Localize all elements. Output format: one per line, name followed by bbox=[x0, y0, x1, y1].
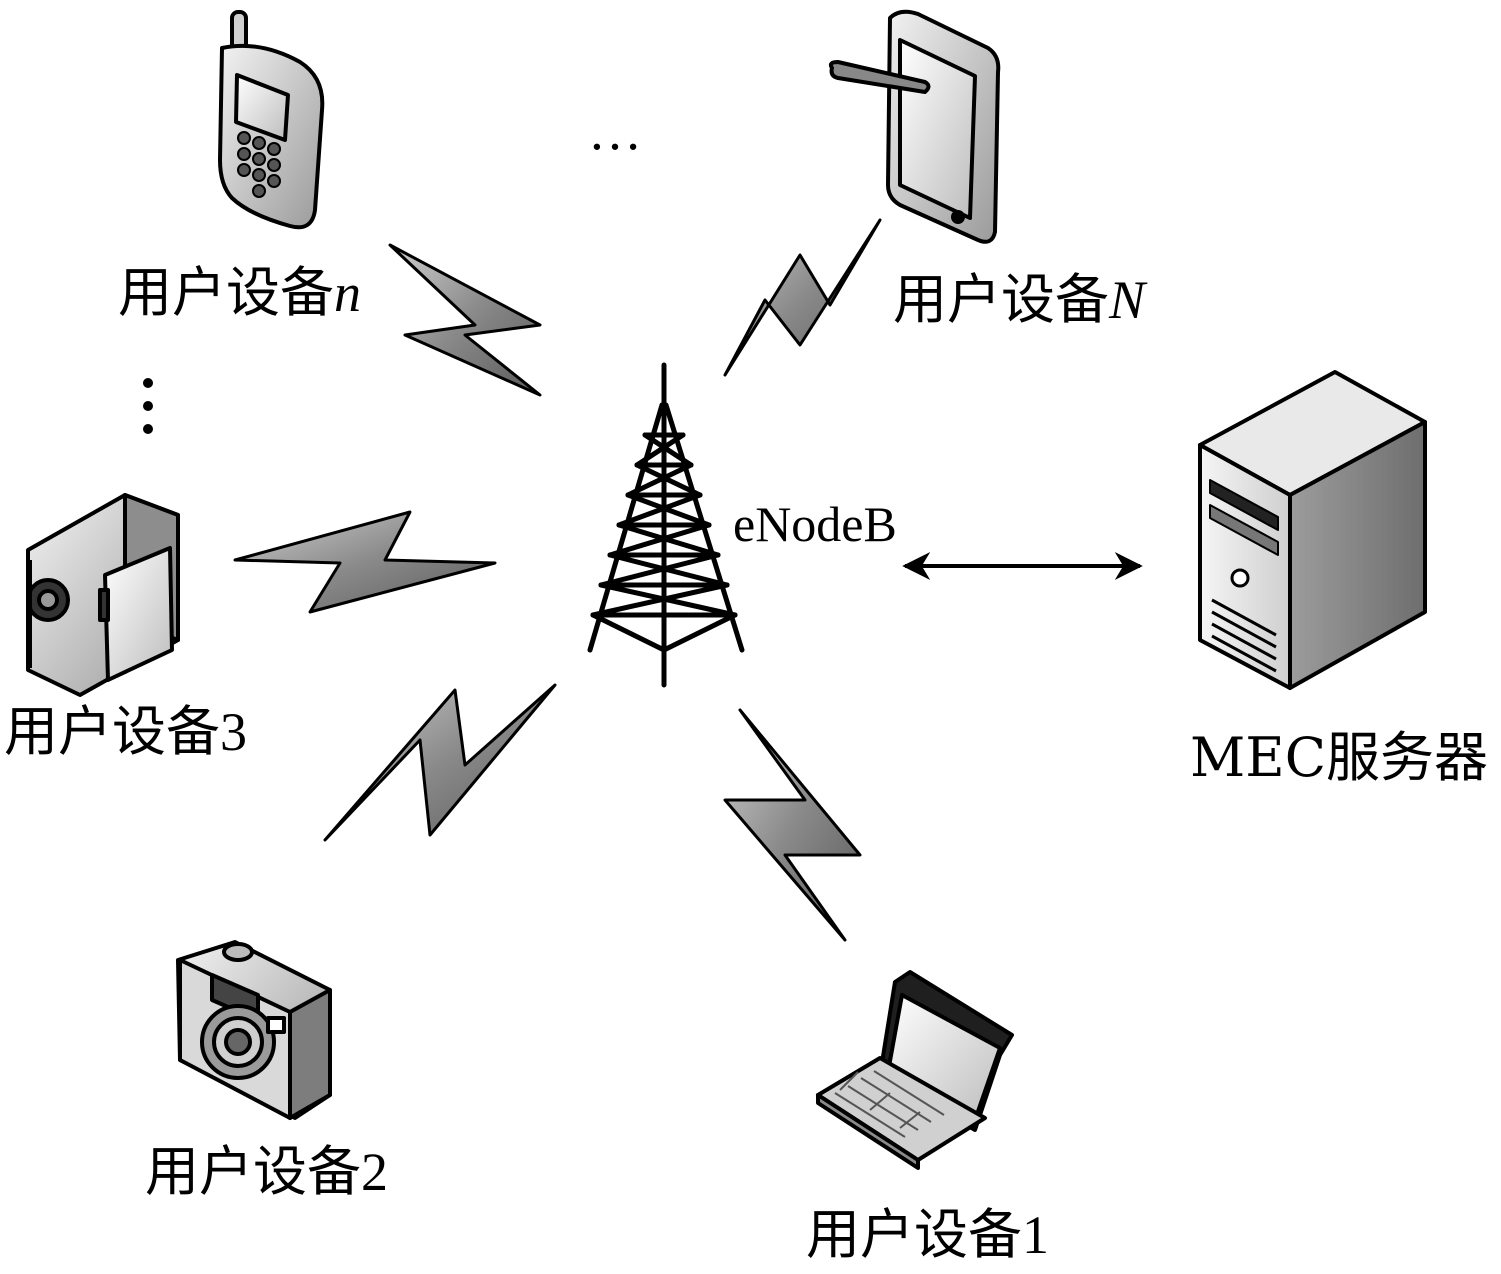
device-n-label: 用户设备n bbox=[118, 261, 361, 324]
laptop-icon bbox=[816, 970, 1014, 1170]
wireless-link-2 bbox=[323, 683, 557, 842]
device-3-base: 用户设备 bbox=[4, 700, 220, 763]
enodeb-label: eNodeB bbox=[733, 496, 897, 552]
device-N-label: 用户设备N bbox=[893, 268, 1146, 331]
device-2-base: 用户设备 bbox=[145, 1140, 361, 1203]
ellipsis-horizontal: … bbox=[588, 101, 644, 161]
camera-icon bbox=[176, 940, 332, 1120]
ellipsis-vertical bbox=[143, 378, 153, 434]
device-2-label: 用户设备2 bbox=[145, 1140, 388, 1203]
device-1-base: 用户设备 bbox=[806, 1203, 1022, 1266]
device-3-suffix: 3 bbox=[220, 702, 247, 762]
server-icon bbox=[1198, 370, 1427, 690]
tablet-icon bbox=[828, 9, 1001, 244]
device-n-base: 用户设备 bbox=[118, 261, 334, 324]
device-1-suffix: 1 bbox=[1022, 1205, 1049, 1265]
cellphone-icon bbox=[218, 10, 325, 230]
device-3-label: 用户设备3 bbox=[4, 700, 247, 763]
device-1-label: 用户设备1 bbox=[806, 1203, 1049, 1266]
device-N-base: 用户设备 bbox=[893, 268, 1109, 331]
device-2-suffix: 2 bbox=[361, 1142, 388, 1202]
wireless-link-N bbox=[723, 218, 882, 377]
device-n-suffix: n bbox=[334, 263, 361, 323]
wireless-link-n bbox=[388, 243, 542, 397]
camcorder-icon bbox=[26, 493, 180, 697]
mec-server-label: MEC服务器 bbox=[1190, 726, 1489, 789]
wireless-link-1 bbox=[723, 708, 862, 942]
device-N-suffix: N bbox=[1109, 270, 1146, 330]
tower-icon bbox=[587, 362, 745, 688]
wireless-link-3 bbox=[233, 510, 497, 614]
